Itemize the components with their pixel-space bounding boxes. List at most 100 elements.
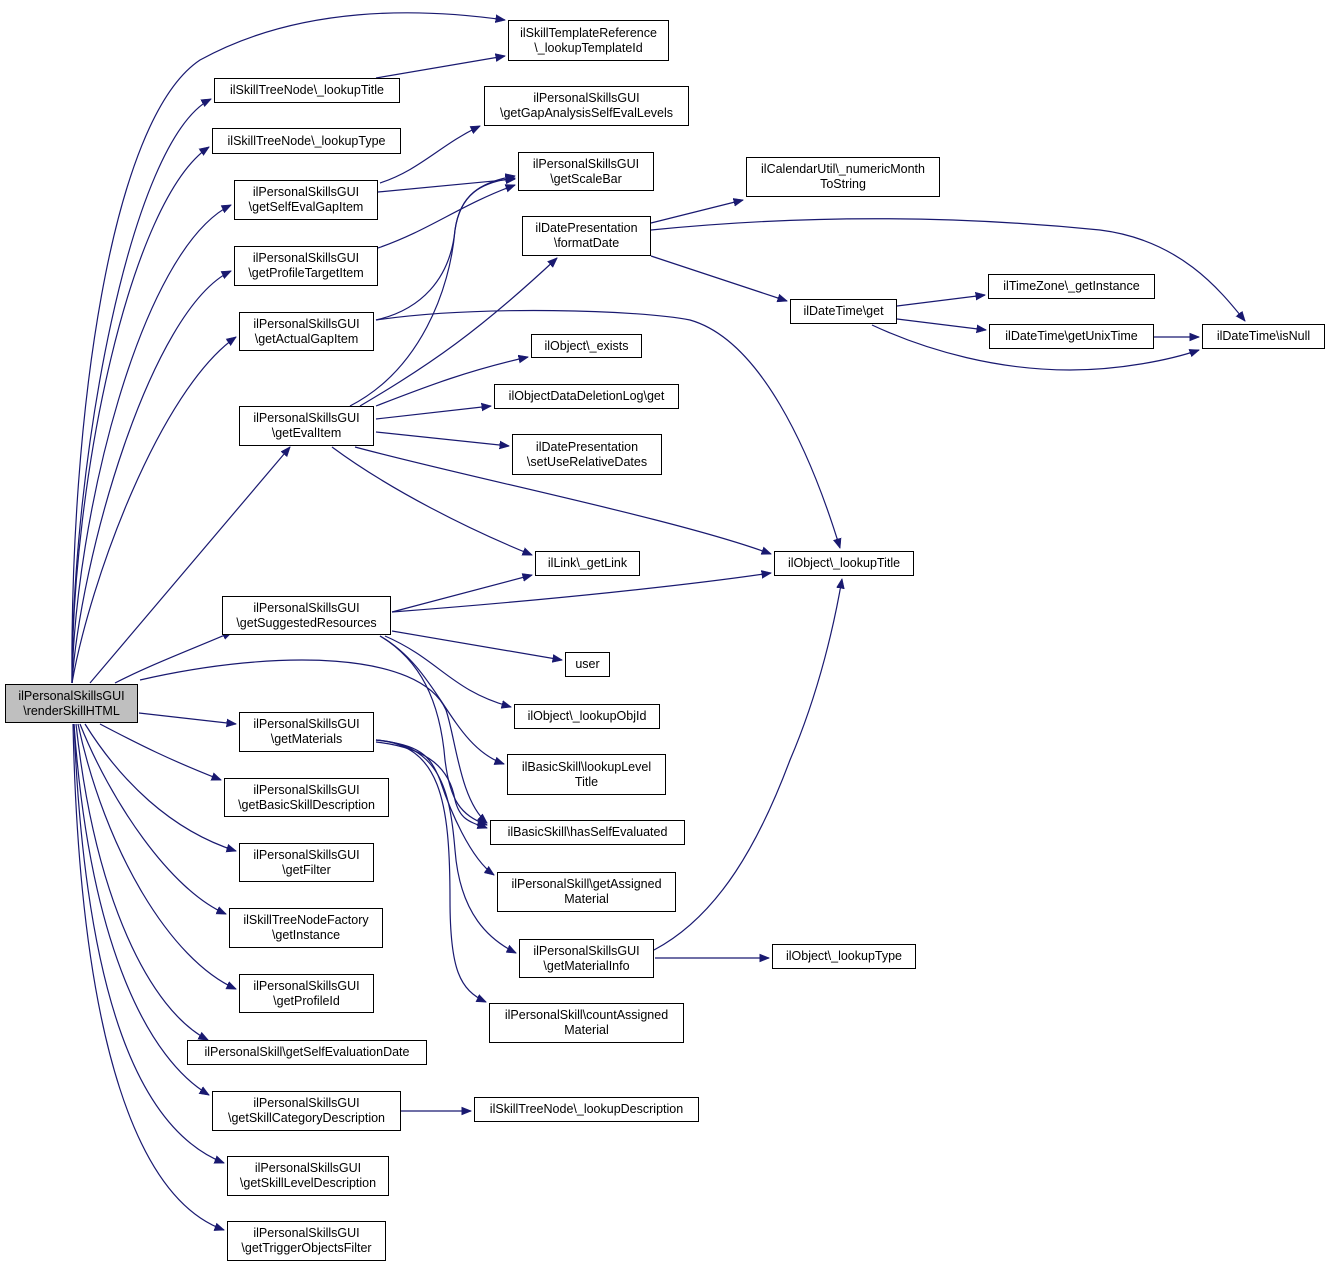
node-label-line: ilDateTime\isNull [1216,329,1311,343]
call-edge [375,741,487,828]
call-edge [71,12,505,684]
node-label-line: ilCalendarUtil\_numericMonth [761,162,925,176]
node-label-line: \getSkillLevelDescription [239,1176,377,1190]
node-label-line: \getFilter [282,862,331,877]
node-stn-lookup-title[interactable]: ilSkillTreeNode\_lookupTitle [214,78,400,103]
node-deletion-log-get[interactable]: ilObjectDataDeletionLog\get [494,384,679,409]
node-label-line: \setUseRelativeDates [526,454,648,469]
node-has-self-evaluated[interactable]: ilBasicSkill\hasSelfEvaluated [490,820,685,845]
node-get-skill-level-description[interactable]: ilPersonalSkillsGUI\getSkillLevelDescrip… [227,1156,389,1196]
node-obj-exists[interactable]: ilObject\_exists [531,334,642,358]
node-label-line: \getSkillCategoryDescription [227,1111,385,1125]
node-get-basic-skill-description[interactable]: ilPersonalSkillsGUI\getBasicSkillDescrip… [224,778,389,817]
node-lookup-obj-id[interactable]: ilObject\_lookupObjId [514,704,660,729]
node-get-filter[interactable]: ilPersonalSkillsGUI\getFilter [239,843,374,882]
call-edge [71,147,209,684]
node-label-line: ilObject\_exists [544,338,629,353]
node-format-date[interactable]: ilDatePresentation\formatDate [522,216,651,256]
node-label-line: \getActualGapItem [254,331,359,346]
node-get-self-eval-gap-item[interactable]: ilPersonalSkillsGUI\getSelfEvalGapItem [234,180,378,220]
node-stnf-get-instance[interactable]: ilSkillTreeNodeFactory\getInstance [229,908,383,948]
node-stn-lookup-type[interactable]: ilSkillTreeNode\_lookupType [212,128,401,154]
node-label-line: user [575,657,600,671]
call-edge [375,406,491,420]
node-stn-lookup-description[interactable]: ilSkillTreeNode\_lookupDescription [474,1097,699,1122]
node-obj-lookup-type[interactable]: ilObject\_lookupType [772,944,916,969]
call-edge [896,295,985,307]
node-get-unix-time[interactable]: ilDateTime\getUnixTime [989,324,1154,349]
call-edge [72,723,224,1230]
node-lookup-template-id[interactable]: ilSkillTemplateReference\_lookupTemplate… [508,20,669,61]
node-label-line: ilPersonalSkillsGUI [533,91,640,105]
node-get-profile-id[interactable]: ilPersonalSkillsGUI\getProfileId [239,974,374,1013]
node-tz-get-instance[interactable]: ilTimeZone\_getInstance [988,274,1155,299]
node-label-line: \getSelfEvalGapItem [248,200,364,214]
node-get-suggested-resources[interactable]: ilPersonalSkillsGUI\getSuggestedResource… [222,596,391,635]
node-label-line: ilPersonalSkillsGUI [253,316,360,331]
call-edge [871,324,1199,371]
call-edge [71,204,231,684]
call-edge [331,446,532,556]
node-label-line: ilObject\_lookupTitle [787,556,901,570]
call-edge [375,56,505,79]
call-edge [73,723,224,1164]
call-edge [75,723,208,1040]
node-label-line: ilDateTime\get [803,304,884,318]
node-label-line: ilPersonalSkillsGUI [253,411,360,425]
node-get-eval-item[interactable]: ilPersonalSkillsGUI\getEvalItem [239,406,374,446]
node-label-line: ilPersonalSkillsGUI [253,978,360,993]
call-edge [391,573,771,613]
node-get-link[interactable]: ilLink\_getLink [535,551,640,576]
node-label-line: ilDatePresentation [535,439,639,454]
node-label-line: ilSkillTreeNode\_lookupDescription [489,1102,684,1116]
call-edge [359,258,557,407]
node-date-time-get[interactable]: ilDateTime\get [790,299,897,324]
node-label-line: \getProfileId [273,993,340,1008]
node-label-line: ilSkillTreeNode\_lookupType [227,133,386,148]
node-label-line: ilPersonalSkillsGUI [533,943,640,958]
node-label-line: ilPersonalSkillsGUI [252,185,360,199]
call-edge [650,218,1245,321]
call-edge [84,723,236,851]
node-label-line: ilPersonalSkillsGUI [253,1096,360,1110]
call-edge [375,357,528,407]
call-edge [139,659,487,823]
node-get-materials[interactable]: ilPersonalSkillsGUI\getMaterials [239,712,374,752]
node-user[interactable]: user [565,652,610,677]
call-edge [379,635,487,825]
node-label-line: ilPersonalSkill\getSelfEvaluationDate [204,1045,410,1059]
node-get-scale-bar[interactable]: ilPersonalSkillsGUI\getScaleBar [518,152,654,191]
node-obj-lookup-title[interactable]: ilObject\_lookupTitle [774,551,914,576]
node-label-line: Title [574,774,599,789]
node-label-line: ilPersonalSkillsGUI [532,156,640,171]
call-edge [73,723,209,1095]
node-label-line: \renderSkillHTML [23,703,120,718]
node-get-actual-gap-item[interactable]: ilPersonalSkillsGUI\getActualGapItem [239,312,374,351]
call-edge [77,723,236,990]
node-get-gap-analysis-self-eval-levels[interactable]: ilPersonalSkillsGUI\getGapAnalysisSelfEv… [484,86,689,126]
call-edge [375,739,516,954]
node-get-self-evaluation-date[interactable]: ilPersonalSkill\getSelfEvaluationDate [187,1040,427,1065]
call-edge [377,185,515,249]
node-get-material-info[interactable]: ilPersonalSkillsGUI\getMaterialInfo [519,939,654,978]
node-get-trigger-objects-filter[interactable]: ilPersonalSkillsGUI\getTriggerObjectsFil… [227,1221,386,1261]
node-set-use-relative-dates[interactable]: ilDatePresentation\setUseRelativeDates [512,434,662,475]
node-label-line: ilSkillTreeNode\_lookupTitle [229,83,384,97]
node-get-skill-category-description[interactable]: ilPersonalSkillsGUI\getSkillCategoryDesc… [212,1091,401,1131]
node-label-line: ilLink\_getLink [547,556,628,570]
node-label-line: ilBasicSkill\lookupLevel [521,759,652,774]
call-edge [89,447,290,684]
node-label-line: ilDatePresentation [535,221,638,235]
node-is-null[interactable]: ilDateTime\isNull [1202,324,1325,349]
call-edge [71,98,211,684]
call-edge [114,631,232,684]
node-get-profile-target-item[interactable]: ilPersonalSkillsGUI\getProfileTargetItem [234,246,378,286]
node-label-line: ilPersonalSkillsGUI [18,688,125,703]
call-edge [349,176,515,407]
call-edge [650,200,743,224]
node-label-line: \_lookupTemplateId [534,40,643,55]
